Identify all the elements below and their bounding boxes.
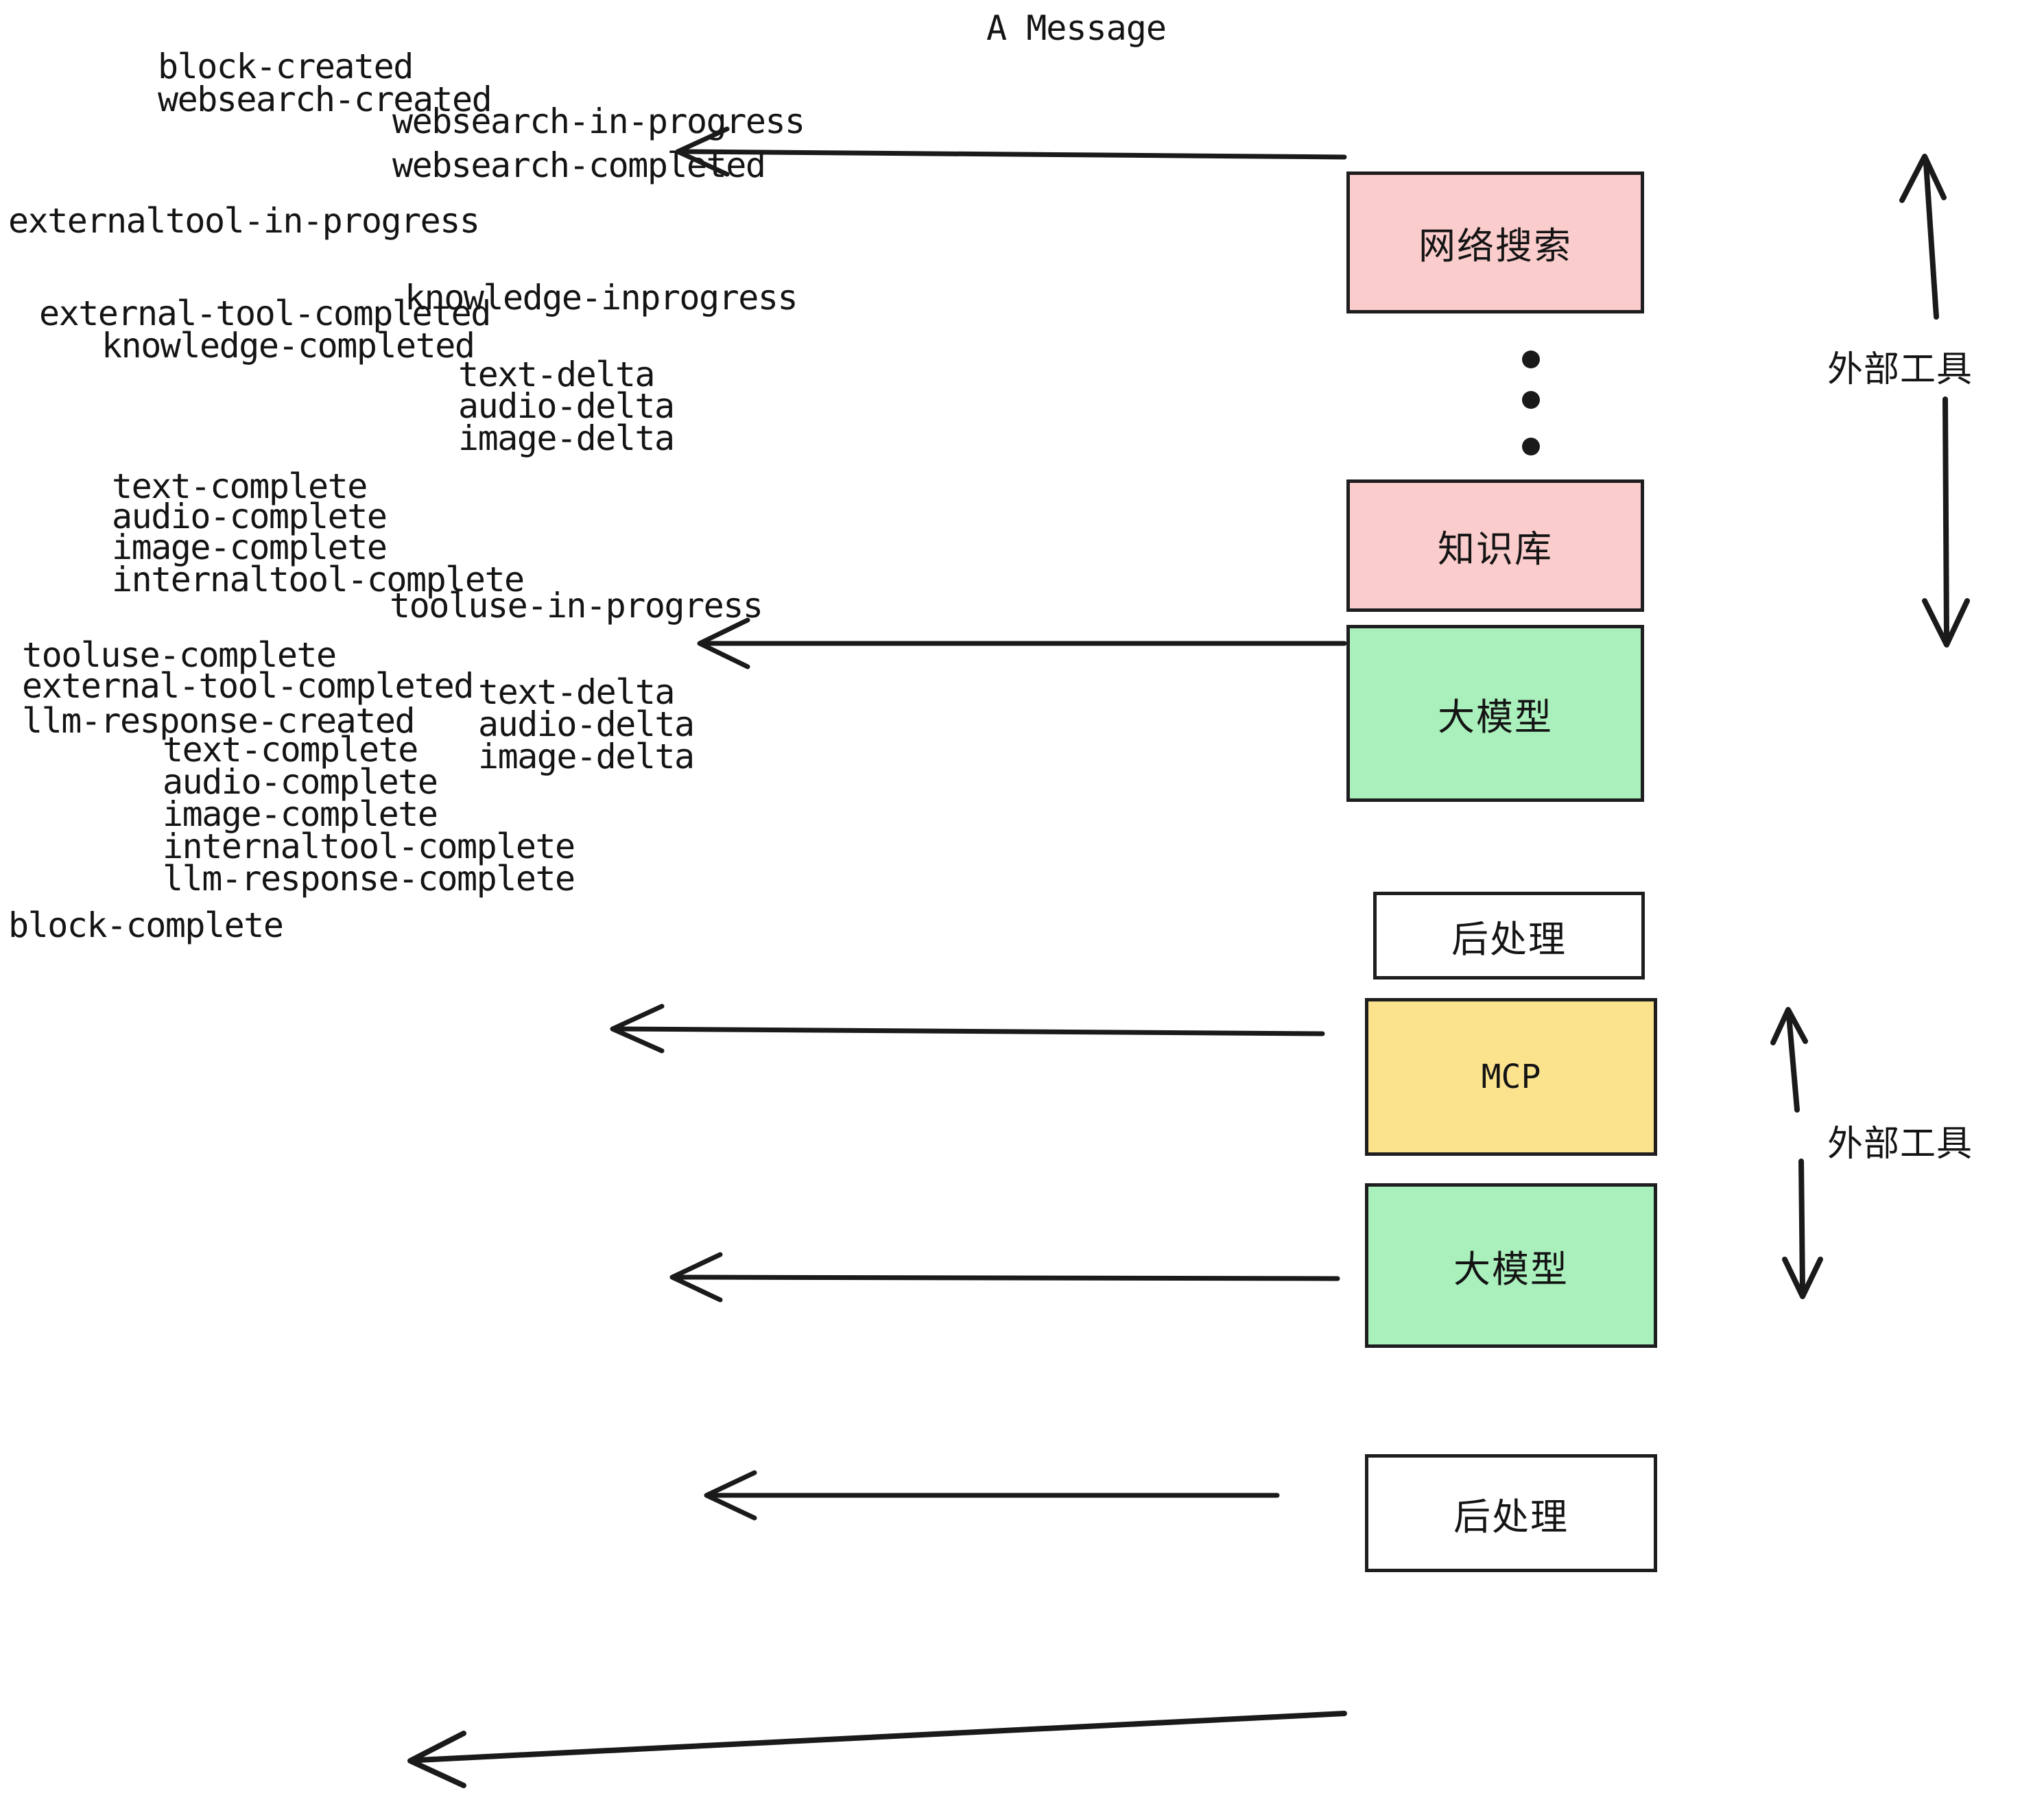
event-label-text-complete-1: text-complete [112, 466, 368, 506]
ellipsis-dot [1522, 438, 1540, 455]
box-knowledge[interactable]: 知识库 [1346, 479, 1644, 612]
box-postprocess-first[interactable]: 后处理 [1373, 892, 1645, 980]
event-label-text-complete-2: text-complete [163, 730, 418, 770]
event-label-internaltool-complete-2: internaltool-complete [163, 827, 575, 866]
event-label-image-complete-1: image-complete [112, 527, 388, 567]
event-label-audio-delta-2: audio-delta [478, 704, 695, 744]
side-label-external-tools-bottom: 外部工具 [1827, 1124, 1973, 1165]
event-label-text-delta-2: text-delta [478, 672, 676, 712]
ellipsis-dot [1522, 351, 1540, 368]
event-label-externaltool-in-progress: externaltool-in-progress [8, 201, 480, 241]
box-postprocess-second[interactable]: 后处理 [1365, 1454, 1657, 1572]
event-label-websearch-in-progress: websearch-in-progress [392, 102, 805, 141]
event-label-tooluse-complete: tooluse-complete [22, 635, 337, 675]
event-label-audio-complete-2: audio-complete [163, 762, 438, 802]
arrow-external-tools-bottom-down [1782, 1159, 1823, 1299]
arrow-image-complete-postprocess [610, 1004, 1325, 1054]
event-label-knowledge-inprogress: knowledge-inprogress [405, 278, 798, 318]
arrow-external-tools-top-down [1922, 396, 1970, 648]
event-label-llm-response-complete: llm-response-complete [163, 859, 575, 899]
event-label-audio-complete-1: audio-complete [112, 497, 388, 536]
box-llm-second[interactable]: 大模型 [1365, 1183, 1657, 1348]
arrow-block-complete [407, 1711, 1347, 1788]
event-label-llm-response-created: llm-response-created [22, 701, 416, 741]
event-label-knowledge-completed: knowledge-completed [102, 326, 475, 366]
event-label-internaltool-complete-1: internaltool-complete [112, 560, 525, 600]
event-label-text-delta-1: text-delta [458, 355, 656, 394]
arrow-knowledge-completed [697, 617, 1347, 669]
event-label-tooluse-in-progress: tooluse-in-progress [390, 586, 763, 626]
event-label-websearch-completed: websearch-completed [392, 145, 766, 185]
arrow-external-tools-top-up [1899, 154, 1947, 320]
event-label-image-delta-2: image-delta [478, 737, 695, 776]
event-label-audio-delta-1: audio-delta [458, 386, 675, 426]
arrow-audio-complete-llm [704, 1470, 1280, 1521]
arrow-external-tools-bottom-up [1770, 1007, 1808, 1113]
side-label-external-tools-top: 外部工具 [1827, 349, 1973, 390]
box-llm-first[interactable]: 大模型 [1346, 625, 1644, 802]
ellipsis-dot [1522, 391, 1540, 409]
event-label-image-complete-2: image-complete [163, 794, 438, 834]
event-label-block-complete: block-complete [8, 905, 284, 945]
event-label-external-tool-completed-1: external-tool-completed [39, 294, 491, 333]
event-label-image-delta-1: image-delta [458, 418, 675, 458]
event-label-external-tool-completed-2: external-tool-completed [22, 666, 474, 706]
event-label-websearch-created: websearch-created [158, 80, 492, 119]
arrow-tooluse-complete [669, 1252, 1340, 1303]
page-title: A Message [986, 8, 1167, 48]
box-websearch[interactable]: 网络搜索 [1346, 171, 1644, 313]
event-label-block-created: block-created [158, 47, 414, 86]
box-mcp[interactable]: MCP [1365, 998, 1657, 1156]
